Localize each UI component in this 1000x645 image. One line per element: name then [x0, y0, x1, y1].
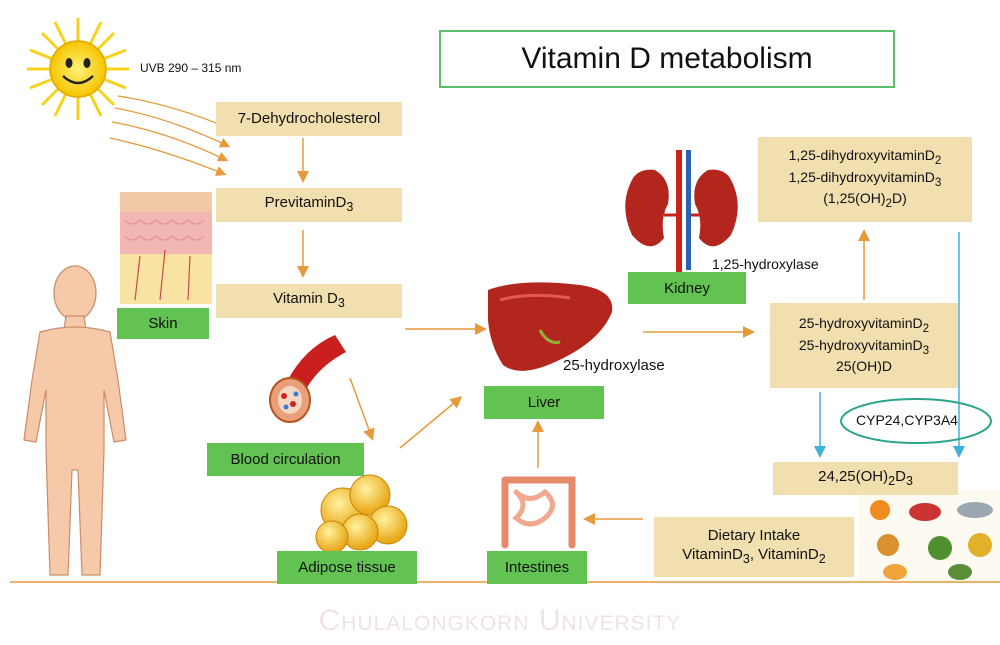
box-125-dihydroxyvitamin-d: 1,25-dihydroxyvitaminD2 1,25-dihydroxyvi…: [758, 137, 972, 222]
blood-vessel-illustration: [270, 335, 346, 422]
food-collage-illustration: [858, 490, 1000, 582]
box-dietary-intake: Dietary Intake VitaminD3, VitaminD2: [654, 517, 854, 577]
label-intestines: Intestines: [487, 551, 587, 584]
box-24-25-oh2-d3: 24,25(OH)2D3: [773, 462, 958, 495]
intestines-illustration: [505, 480, 572, 545]
label-liver: Liver: [484, 386, 604, 419]
step-previtamin-d3: PrevitaminD3: [216, 188, 402, 222]
step-vitamin-d3: Vitamin D3: [216, 284, 402, 318]
enzyme-cyp24-cyp3a4: CYP24,CYP3A4: [856, 412, 958, 428]
skin-illustration: [120, 192, 212, 304]
adipose-tissue-illustration: [316, 475, 407, 553]
box-25-hydroxyvitamin-d: 25-hydroxyvitaminD2 25-hydroxyvitaminD3 …: [770, 303, 958, 388]
uv-ray-arrows: [110, 96, 228, 174]
enzyme-125-hydroxylase: 1,25-hydroxylase: [712, 256, 819, 272]
enzyme-25-hydroxylase: 25-hydroxylase: [563, 357, 665, 374]
uvb-label: UVB 290 – 315 nm: [140, 61, 241, 75]
label-blood-circulation: Blood circulation: [207, 443, 364, 476]
label-skin: Skin: [117, 308, 209, 339]
diagram-title: Vitamin D metabolism: [439, 30, 895, 88]
label-adipose-tissue: Adipose tissue: [277, 551, 417, 584]
label-kidney: Kidney: [628, 272, 746, 304]
step-7-dehydrocholesterol: 7-Dehydrocholesterol: [216, 102, 402, 136]
human-body-icon: [24, 266, 126, 575]
sun-icon: [27, 18, 129, 120]
